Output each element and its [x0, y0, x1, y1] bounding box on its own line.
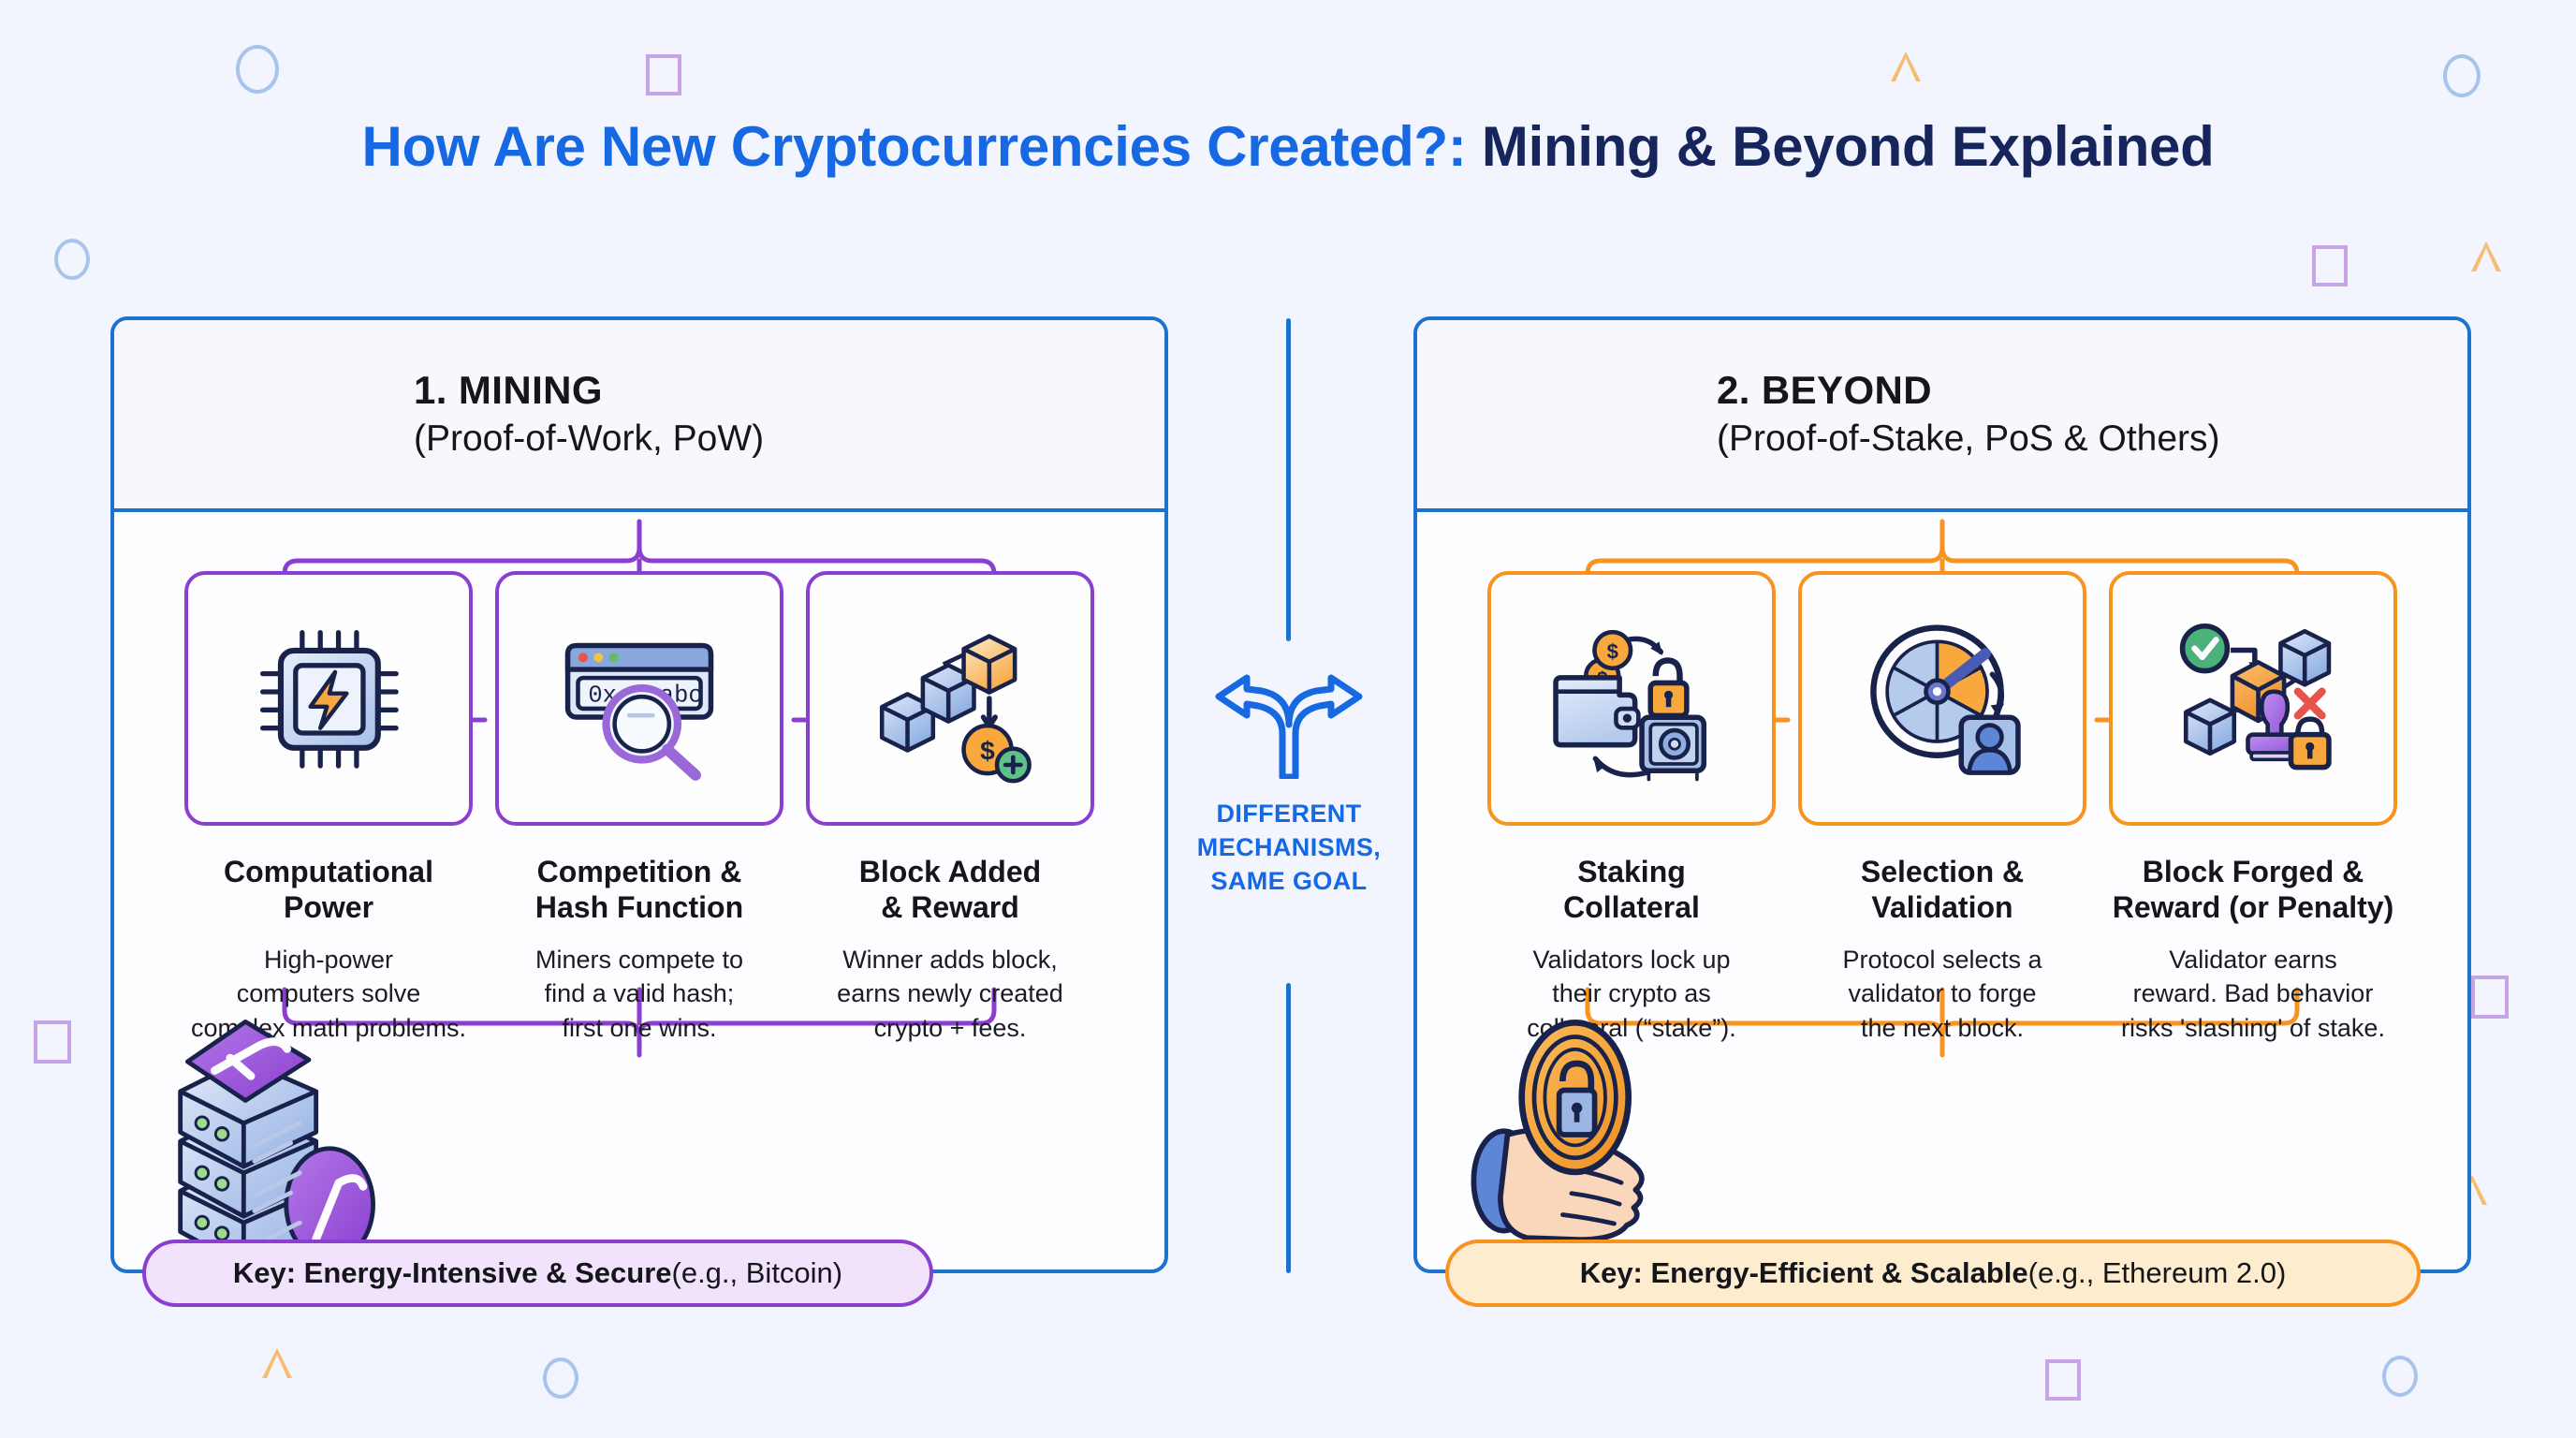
card-competition-hash-iconbox: 0x...abc: [495, 571, 783, 826]
card-computational-power: Computational Power High-power computers…: [184, 571, 473, 1045]
panel-mining-subtitle: (Proof-of-Work, PoW): [414, 418, 765, 459]
page-title-question: How Are New Cryptocurrencies Created?:: [361, 115, 1467, 178]
card-selection-validation-title: Selection & Validation: [1860, 855, 2025, 925]
panel-mining-title: 1. MINING: [414, 367, 603, 412]
card-selection-validation-iconbox: [1798, 571, 2086, 826]
card-block-forged-reward-iconbox: [2109, 571, 2397, 826]
card-computational-power-title: Computational Power: [224, 855, 433, 925]
key-beyond-strong: Key: Energy-Efficient & Scalable: [1579, 1256, 2028, 1289]
bg-shape-square: [646, 54, 681, 95]
bg-shape-triangle: [1891, 51, 1921, 81]
block-forged-stamp-icon: [2179, 623, 2332, 770]
page-title: How Are New Cryptocurrencies Created?: M…: [0, 114, 2576, 179]
selection-wheel-validator-icon: [1870, 624, 2021, 775]
bg-shape-circle: [2443, 54, 2481, 97]
bg-shape-square: [2471, 976, 2509, 1019]
card-staking-collateral-title: Staking Collateral: [1563, 855, 1700, 925]
page-title-subject: Mining & Beyond Explained: [1466, 115, 2215, 178]
panel-beyond-header: 2. BEYOND (Proof-of-Stake, PoS & Others): [1417, 320, 2467, 512]
panel-beyond: 2. BEYOND (Proof-of-Stake, PoS & Others): [1413, 316, 2471, 1307]
card-block-added-reward-iconbox: $: [806, 571, 1094, 826]
bg-shape-square: [2312, 245, 2348, 286]
card-competition-hash: 0x...abc Competition & Hash Function Min…: [495, 571, 783, 1045]
card-competition-hash-title: Competition & Hash Function: [534, 855, 744, 925]
panel-mining-header: 1. MINING (Proof-of-Work, PoW): [114, 320, 1164, 512]
bg-shape-triangle-inner: [1895, 58, 1916, 81]
svg-text:$: $: [1607, 640, 1618, 664]
divider-label: DIFFERENT MECHANISMS, SAME GOAL: [1196, 800, 1382, 895]
card-computational-power-iconbox: [184, 571, 473, 826]
divider-line-bottom: [1286, 983, 1291, 1273]
bg-shape-circle: [236, 45, 279, 94]
card-selection-validation: Selection & Validation Protocol selects …: [1798, 571, 2086, 1045]
panel-mining-cards: Computational Power High-power computers…: [114, 571, 1164, 1045]
panel-beyond-subtitle: (Proof-of-Stake, PoS & Others): [1717, 418, 2220, 459]
bg-shape-square: [34, 1020, 71, 1064]
hand-holding-locked-coin-icon: [1445, 992, 1717, 1264]
key-mining-pill: Key: Energy-Intensive & Secure (e.g., Bi…: [142, 1240, 933, 1307]
bg-shape-square: [2045, 1359, 2081, 1401]
key-beyond-pill: Key: Energy-Efficient & Scalable (e.g., …: [1445, 1240, 2421, 1307]
panel-beyond-cards: $ $: [1417, 571, 2467, 1045]
panel-mining-header-text: 1. MINING (Proof-of-Work, PoW): [414, 368, 764, 462]
key-mining-light: (e.g., Bitcoin): [671, 1256, 843, 1289]
bg-shape-triangle-inner: [2476, 248, 2496, 271]
card-staking-collateral-desc: Validators lock up their crypto as colla…: [1527, 945, 1736, 1042]
bg-shape-circle: [2382, 1356, 2418, 1397]
bg-shape-triangle: [2471, 242, 2501, 271]
card-competition-hash-desc: Miners compete to find a valid hash; fir…: [534, 945, 744, 1042]
hash-window-magnifier-icon: 0x...abc: [564, 642, 714, 781]
bg-shape-circle: [543, 1357, 578, 1399]
server-stack-pickaxe-icon: [144, 1005, 416, 1277]
card-block-forged-reward-desc: Validator earns reward. Bad behavior ris…: [2121, 945, 2385, 1042]
card-block-added-reward: $ Block Added & Reward Winner adds block…: [806, 571, 1094, 1045]
panel-beyond-header-text: 2. BEYOND (Proof-of-Stake, PoS & Others): [1717, 368, 2220, 462]
card-block-added-reward-title: Block Added & Reward: [858, 855, 1042, 925]
card-staking-collateral-iconbox: $ $: [1487, 571, 1776, 826]
card-block-added-reward-desc: Winner adds block, earns newly created c…: [837, 945, 1063, 1042]
divider-line-top: [1286, 318, 1291, 641]
blockchain-coin-reward-icon: $: [879, 634, 1032, 784]
panel-mining: 1. MINING (Proof-of-Work, PoW): [110, 316, 1168, 1307]
card-block-forged-reward: Block Forged & Reward (or Penalty) Valid…: [2109, 571, 2397, 1045]
key-mining-strong: Key: Energy-Intensive & Secure: [232, 1256, 672, 1289]
bg-shape-circle: [54, 239, 90, 280]
bg-shape-triangle-inner: [267, 1355, 287, 1378]
panel-beyond-title: 2. BEYOND: [1717, 367, 1932, 412]
cpu-lightning-icon: [259, 629, 399, 769]
card-staking-collateral: $ $: [1487, 571, 1776, 1045]
wallet-safe-lock-icon: $ $: [1553, 629, 1707, 782]
bg-shape-triangle: [262, 1348, 292, 1378]
fork-arrows-icon: [1209, 667, 1368, 781]
key-beyond-light: (e.g., Ethereum 2.0): [2027, 1256, 2287, 1289]
card-selection-validation-desc: Protocol selects a validator to forge th…: [1842, 945, 2042, 1042]
card-block-forged-reward-title: Block Forged & Reward (or Penalty): [2112, 855, 2394, 925]
svg-text:$: $: [980, 736, 995, 766]
